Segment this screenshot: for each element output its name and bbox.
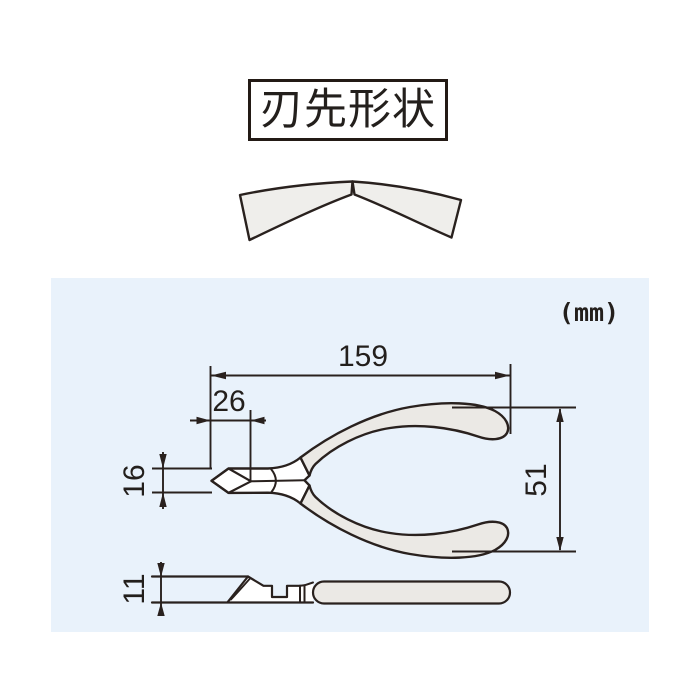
arrow-left-icon (211, 371, 226, 380)
dim-label-51: 51 (520, 463, 553, 497)
side-joint-band (300, 582, 313, 603)
dimension-lines (152, 364, 576, 616)
lower-handle-grip (299, 484, 510, 559)
dimension-26 (190, 410, 266, 482)
jaw-facet-arc (270, 468, 277, 493)
dimension-159 (209, 364, 512, 468)
page-title: 刃先形状 (260, 85, 436, 134)
title-box: 刃先形状 (248, 79, 448, 141)
dim-label-16: 16 (118, 464, 151, 498)
arrow-down-icon (159, 454, 167, 469)
pliers-side-view (150, 575, 512, 605)
arrow-right-icon (196, 416, 211, 425)
arrow-down-icon (556, 537, 564, 551)
dimension-51 (452, 406, 576, 553)
side-joint-step (246, 575, 302, 599)
blade-wing-left (238, 180, 354, 242)
jaw-slit-line (250, 479, 306, 483)
pliers-top-view (210, 402, 510, 559)
dimension-11 (157, 562, 165, 616)
dim-label-11: 11 (118, 573, 151, 605)
spec-panel (51, 278, 649, 632)
side-grip (311, 580, 512, 605)
side-bevel-outer (226, 575, 250, 604)
dim-label-26: 26 (212, 385, 246, 418)
dim-label-159: 159 (337, 340, 389, 373)
side-band-top-edge (299, 581, 314, 587)
blade-wing-right (351, 180, 463, 239)
arrow-up-icon (157, 602, 165, 616)
arrow-up-icon (159, 492, 167, 507)
arrow-up-icon (556, 408, 564, 422)
arrow-left-icon (250, 416, 265, 425)
dimension-16 (152, 452, 212, 509)
arrow-down-icon (157, 563, 165, 577)
upper-handle-grip (299, 402, 510, 477)
unit-label: (mm) (558, 297, 620, 327)
side-bevel-inner (230, 577, 251, 601)
arrow-right-icon (495, 371, 510, 380)
blade-tip-illustration (238, 180, 463, 242)
